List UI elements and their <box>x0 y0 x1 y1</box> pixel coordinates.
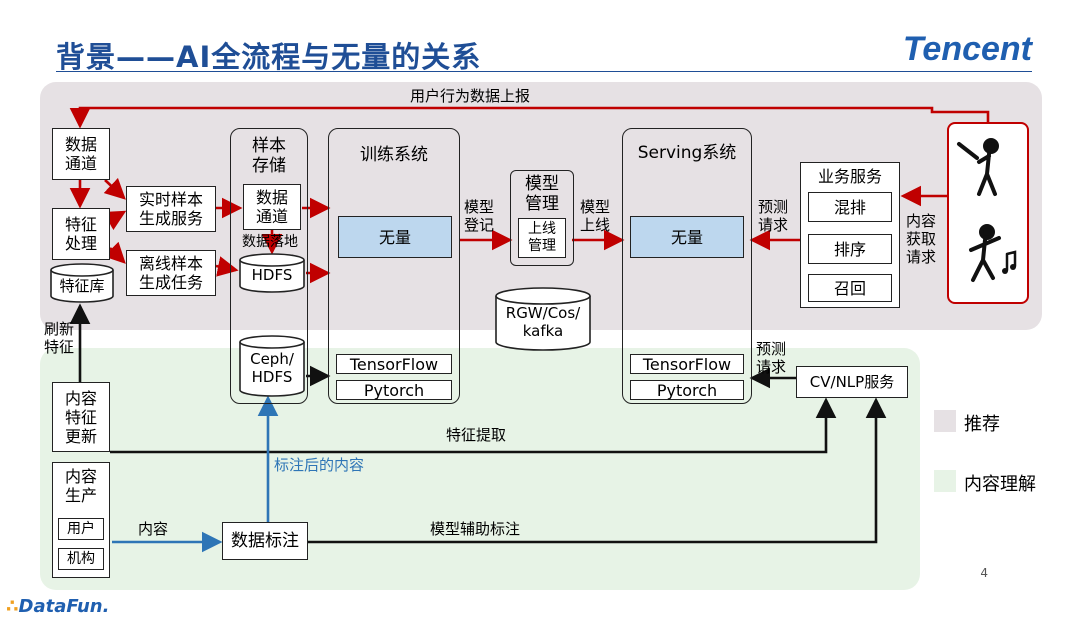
label-refresh-feature: 刷新 特征 <box>44 320 75 356</box>
baseball-player-icon <box>957 138 1017 282</box>
ceph-hdfs-label: Ceph/ HDFS <box>250 350 294 386</box>
sample-storage-title: 样本 存储 <box>252 136 286 176</box>
label-model-online: 模型 上线 <box>580 198 611 234</box>
label-feature-extract: 特征提取 <box>446 426 507 444</box>
users-panel <box>947 122 1029 304</box>
hdfs-label: HDFS <box>251 266 293 284</box>
rank-box: 排序 <box>808 234 892 264</box>
label-predict-request-cu: 预测 请求 <box>756 340 787 376</box>
wuliang-training-box: 无量 <box>338 216 452 258</box>
dancer-music-icon <box>969 224 1017 282</box>
rgw-cylinder <box>495 287 591 351</box>
cv-nlp-service-box: CV/NLP服务 <box>796 366 908 398</box>
data-channel-box: 数据 通道 <box>52 128 110 180</box>
label-content-fetch-request: 内容 获取 请求 <box>906 212 937 266</box>
tensorflow-serving-box: TensorFlow <box>630 354 744 374</box>
tencent-logo: Tencent <box>902 30 1032 68</box>
storage-data-channel-box: 数据 通道 <box>243 184 301 230</box>
content-feature-update-box: 内容 特征 更新 <box>52 382 110 452</box>
page-number: 4 <box>980 566 988 580</box>
mix-rank-box: 混排 <box>808 192 892 222</box>
training-system-group <box>328 128 460 404</box>
content-production-title: 内容 生产 <box>64 467 97 505</box>
model-management-group <box>510 170 574 266</box>
hdfs-cylinder <box>239 253 305 293</box>
serving-system-title: Serving系统 <box>637 143 737 163</box>
content-understanding-region <box>40 348 920 590</box>
label-model-assisted-label: 模型辅助标注 <box>430 520 521 538</box>
recall-box: 召回 <box>808 274 892 302</box>
org-source-box: 机构 <box>58 548 104 570</box>
pytorch-serving-box: Pytorch <box>630 380 744 400</box>
data-labeling-box: 数据标注 <box>222 522 308 560</box>
rgw-label: RGW/Cos/ kafka <box>505 304 581 340</box>
realtime-sample-box: 实时样本 生成服务 <box>126 186 216 232</box>
label-predict-request: 预测 请求 <box>758 198 789 234</box>
user-source-box: 用户 <box>58 518 104 540</box>
serving-system-group <box>622 128 752 404</box>
datafun-dot-icon: ∴ <box>6 596 19 617</box>
sample-storage-group <box>230 128 308 404</box>
datafun-logo-text: DataFun. <box>18 596 110 617</box>
legend-label-content-understanding: 内容理解 <box>964 474 1036 495</box>
page-title: 背景——AI全流程与无量的关系 <box>56 40 482 74</box>
feature-processing-box: 特征 处理 <box>52 208 110 260</box>
training-system-title: 训练系统 <box>360 145 428 165</box>
ceph-hdfs-cylinder <box>239 335 305 397</box>
pytorch-training-box: Pytorch <box>336 380 452 400</box>
title-divider <box>56 71 1032 72</box>
label-content: 内容 <box>138 520 169 538</box>
wuliang-serving-box: 无量 <box>630 216 744 258</box>
feature-store-cylinder <box>50 263 114 303</box>
legend-swatch-content-understanding <box>934 470 956 492</box>
legend-label-recommend: 推荐 <box>964 414 1000 435</box>
online-management-box: 上线 管理 <box>518 218 566 258</box>
legend-swatch-recommend <box>934 410 956 432</box>
tensorflow-training-box: TensorFlow <box>336 354 452 374</box>
label-labeled-content: 标注后的内容 <box>274 456 365 474</box>
feature-store-label: 特征库 <box>59 277 105 295</box>
label-model-register: 模型 登记 <box>464 198 495 234</box>
data-landing-label: 数据落地 <box>242 234 298 250</box>
offline-sample-box: 离线样本 生成任务 <box>126 250 216 296</box>
label-user-behavior: 用户行为数据上报 <box>410 87 531 105</box>
datafun-logo: ∴DataFun. <box>6 596 109 617</box>
model-management-title: 模型 管理 <box>525 174 559 214</box>
business-service-title: 业务服务 <box>817 167 882 186</box>
